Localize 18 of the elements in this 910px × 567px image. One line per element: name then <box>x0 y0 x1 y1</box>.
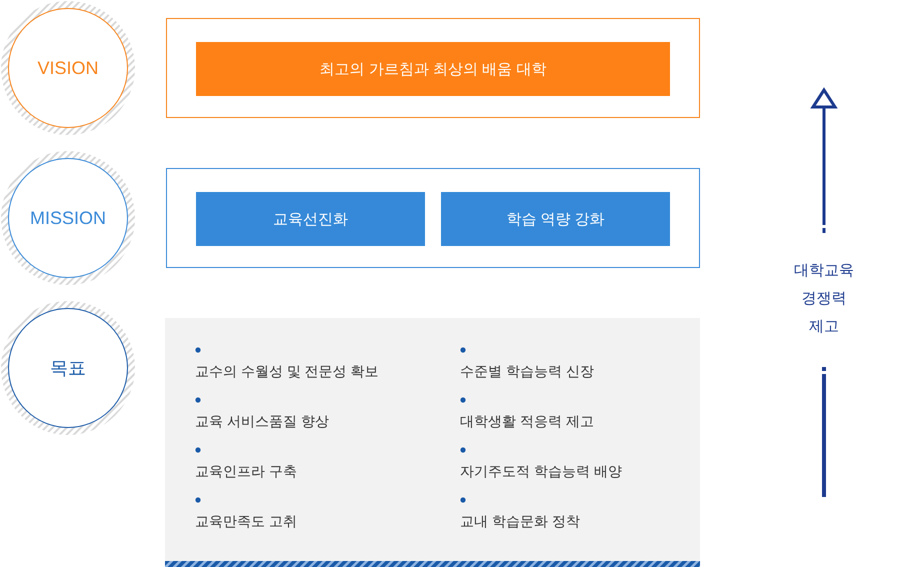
list-item: 수준별 학습능력 신장 <box>460 362 594 380</box>
list-item: 대학생활 적응력 제고 <box>460 412 594 430</box>
list-item: 자기주도적 학습능력 배양 <box>460 462 622 480</box>
list-item: 교육 서비스품질 향상 <box>195 412 329 430</box>
list-item: 교내 학습문화 정착 <box>460 512 580 530</box>
banner-box: 최고의 가르침과 최상의 배움 대학 <box>196 42 670 96</box>
list-item: 교수의 수월성 및 전문성 확보 <box>195 362 379 380</box>
circle-node: VISION <box>8 8 128 128</box>
outline-box <box>166 168 700 268</box>
outline-box <box>166 18 700 118</box>
list-item: 교육만족도 고취 <box>195 512 297 530</box>
circle-node: 목표 <box>8 308 128 428</box>
side-label: 대학교육 경쟁력 제고 <box>793 261 855 337</box>
banner-box: 학습 역량 강화 <box>441 192 670 246</box>
list-item: 교육인프라 구축 <box>195 462 297 480</box>
circle-node: MISSION <box>8 158 128 278</box>
banner-box: 교육선진화 <box>196 192 425 246</box>
goal-panel <box>165 318 700 567</box>
